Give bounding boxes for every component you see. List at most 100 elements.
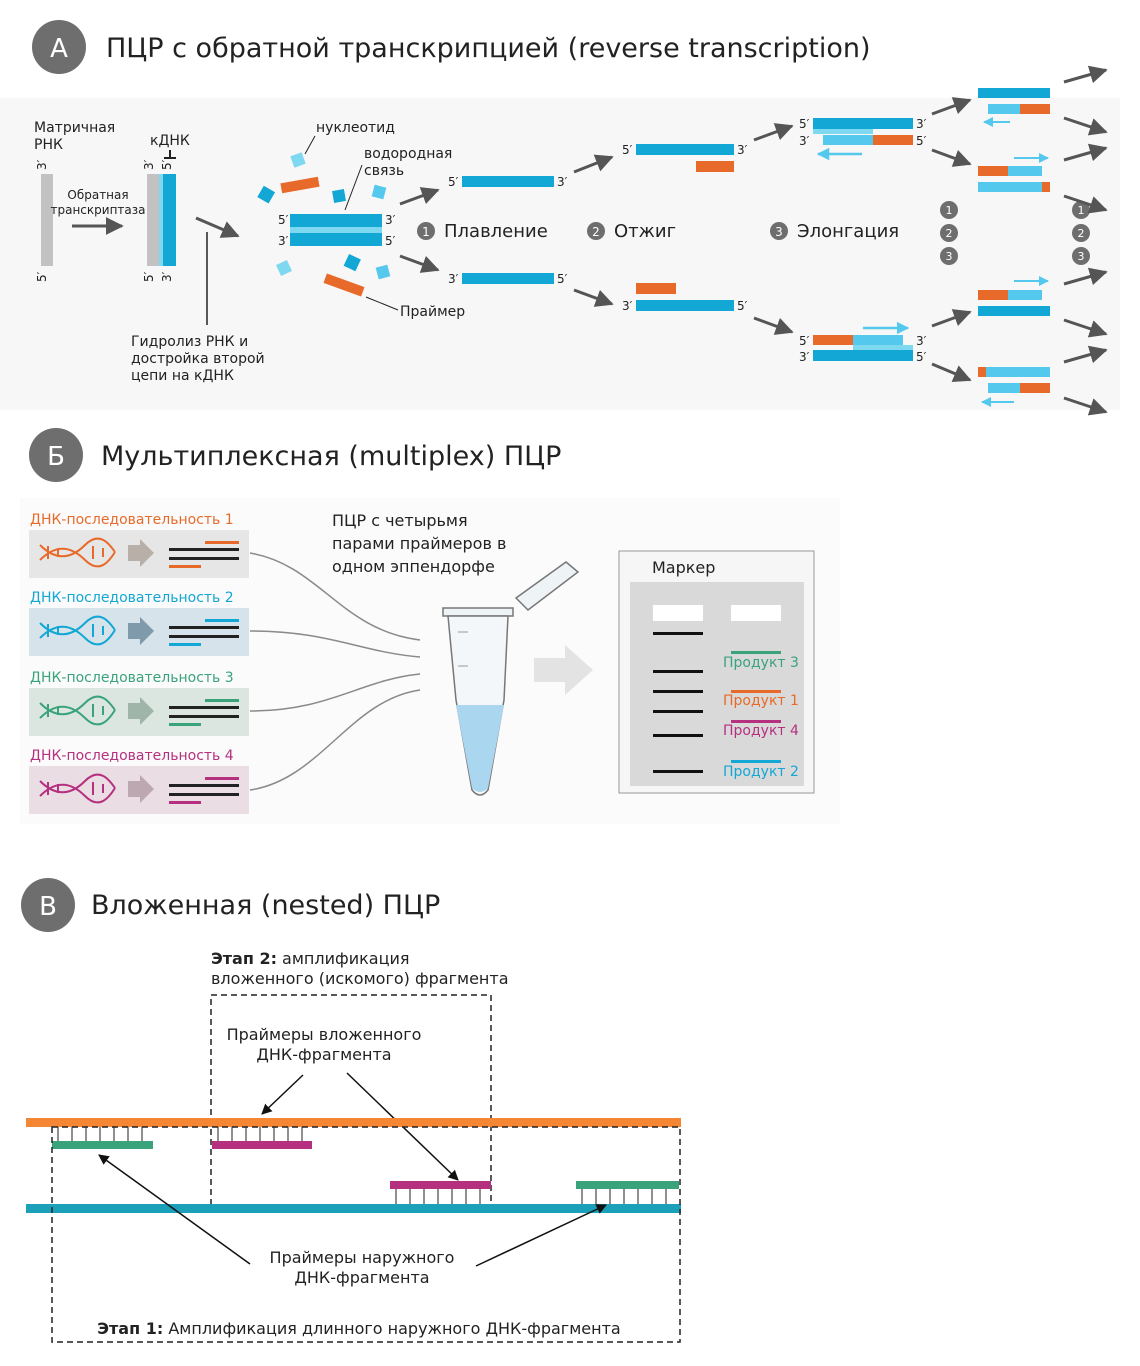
elong-top-primer [873,135,913,145]
elong-top-strand [813,118,913,129]
seq1-primer-top [205,541,239,544]
melt-3b: 3′ [448,272,459,286]
seq2-primer-bottom [169,643,201,646]
elong-top-new [823,135,873,145]
elong-3c: 3′ [916,334,927,348]
band-prod1 [731,690,781,693]
elong-5b: 5′ [916,134,927,148]
arrow-melt-down [399,254,440,273]
template-strand-bottom [26,1204,681,1213]
pcr-note-line1: ПЦР с четырьмя [332,511,468,530]
elong-bottom-hbonds [853,345,913,350]
outer-primers-label-2: ДНК-фрагмента [294,1268,429,1287]
band-prod2 [731,760,781,763]
section-a-title: ПЦР с обратной транскрипцией (reverse tr… [106,33,871,64]
cdna-3a: 3′ [142,159,156,170]
seq4-label: ДНК-последовательность 4 [30,748,234,764]
arrow-elong-up [753,123,794,142]
anneal-bottom-primer [636,283,676,294]
cycle-b-badge-1 [1072,201,1090,219]
arrow-to-mix [195,216,240,238]
nested-primers-label: Праймеры вложенного [227,1025,422,1044]
outer-arrow-left [98,1154,251,1265]
section-a: А ПЦР с обратной транскрипцией (reverse … [0,20,1120,416]
prod2-label: Продукт 2 [723,764,799,780]
seq3-strand-b [169,715,239,718]
elong-5c: 5′ [799,334,810,348]
cycle-a-num-1: 1 [946,204,953,217]
hbond-pointer [344,164,363,211]
hbond-label-2: связь [364,163,404,179]
rna-3-label: 3′ [35,159,49,170]
template-strand-top [26,1118,681,1127]
cycle-b-badge-2 [1072,224,1090,242]
dna-helix-3 [39,695,116,726]
seq3-label: ДНК-последовательность 3 [30,670,234,686]
well-sample [731,605,781,621]
cycle-a-num-3: 3 [946,250,953,263]
step1-badge [417,222,435,240]
seq3-strand-a [169,706,239,709]
melt-3a: 3′ [557,175,568,189]
cycle-b-badge-3 [1072,247,1090,265]
cycle-b-num-2: 2 [1078,227,1085,240]
template-rna-label-2: РНК [34,137,63,153]
hydrolysis-label-2: достройка второй [131,351,265,367]
section-c-title: Вложенная (nested) ПЦР [91,890,440,921]
free-primer-2 [323,273,365,297]
arrow-out-4 [931,362,972,383]
seq1-primer-bottom [169,565,201,568]
step3-label: Элонгация [797,221,899,242]
elong-bottom-new [853,335,903,345]
pcr-note-line2: парами праймеров в [332,534,506,553]
merge-lines [249,552,421,791]
elong-3d: 3′ [799,350,810,364]
cdna-rna-strand [147,174,159,266]
cycle-a-badge-2 [940,224,958,242]
rna-5-label: 5′ [35,271,49,282]
cycle-a-badge-1 [940,201,958,219]
ds-5b: 5′ [385,234,396,248]
arrow-melt-up [399,187,440,206]
hydrolysis-label: Гидролиз РНК и [131,334,248,350]
dna-helix-2 [39,615,116,646]
melt-5b: 5′ [557,272,568,286]
primer-label: Праймер [400,304,465,320]
step1-label: Плавление [444,221,548,242]
hbond-label: водородная [364,146,452,162]
step2-badge [587,222,605,240]
seq2-label: ДНК-последовательность 2 [30,590,234,606]
elong-bottom-strand [813,350,913,361]
prod4-label: Продукт 4 [723,723,799,739]
nucleotide-pointer [304,135,316,155]
arrow-anneal-down [573,288,614,307]
dna-helix-4 [39,773,116,804]
product-col [978,88,1050,407]
stage2-label: Этап 2: амплификация [211,949,409,968]
cdna-5a: 5′ [160,159,174,170]
marker-label: Маркер [652,558,715,577]
section-b: Б Мультиплексная (multiplex) ПЦР ДНК-пос… [20,428,840,824]
cycle-b-num-1: 1 [1078,204,1085,217]
section-b-title: Мультиплексная (multiplex) ПЦР [101,441,561,472]
step3-num: 3 [775,225,783,239]
anneal-top-strand [636,144,734,155]
elong-top-hbonds [813,129,873,134]
seq2-primer-top [205,619,239,622]
nested-primers-label-2: ДНК-фрагмента [256,1045,391,1064]
ds-hbonds [290,227,382,233]
prod3-label: Продукт 3 [723,655,799,671]
seq3-primer-bottom [169,723,201,726]
anneal-bottom-strand [636,300,734,311]
elong-3b: 3′ [799,134,810,148]
arrow-out-2 [931,148,972,167]
ds-3a: 3′ [385,213,396,227]
band-prod3 [731,651,781,654]
badge-c [21,878,75,932]
cdna-5b: 5′ [142,271,156,282]
ds-top [290,214,382,227]
seq4-primer-top [205,777,239,780]
elong-5a: 5′ [799,117,810,131]
cycle-a-badge-3 [940,247,958,265]
